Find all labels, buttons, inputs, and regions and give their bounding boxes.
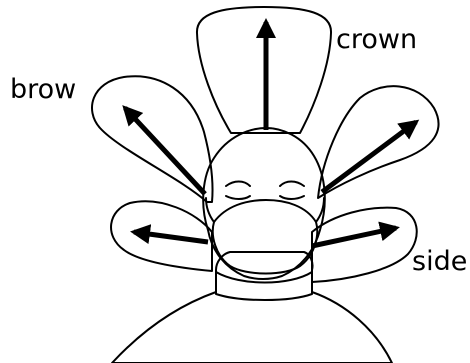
neck-band <box>216 272 312 300</box>
right-eyelid-icon <box>280 196 304 199</box>
label-crown: crown <box>336 24 417 55</box>
left-eyelid-icon <box>226 196 250 199</box>
arrow-icon-brow-left <box>125 108 205 194</box>
right-eye-icon <box>280 182 304 187</box>
left-eye-icon <box>226 182 250 187</box>
head-icon <box>112 128 392 363</box>
label-brow: brow <box>10 74 76 105</box>
label-side: side <box>412 246 467 277</box>
labels: crown brow side <box>10 24 467 277</box>
arrow-icon-side-left <box>134 232 208 242</box>
shoulders <box>112 252 392 363</box>
arrow-icon-side-right <box>312 228 396 246</box>
